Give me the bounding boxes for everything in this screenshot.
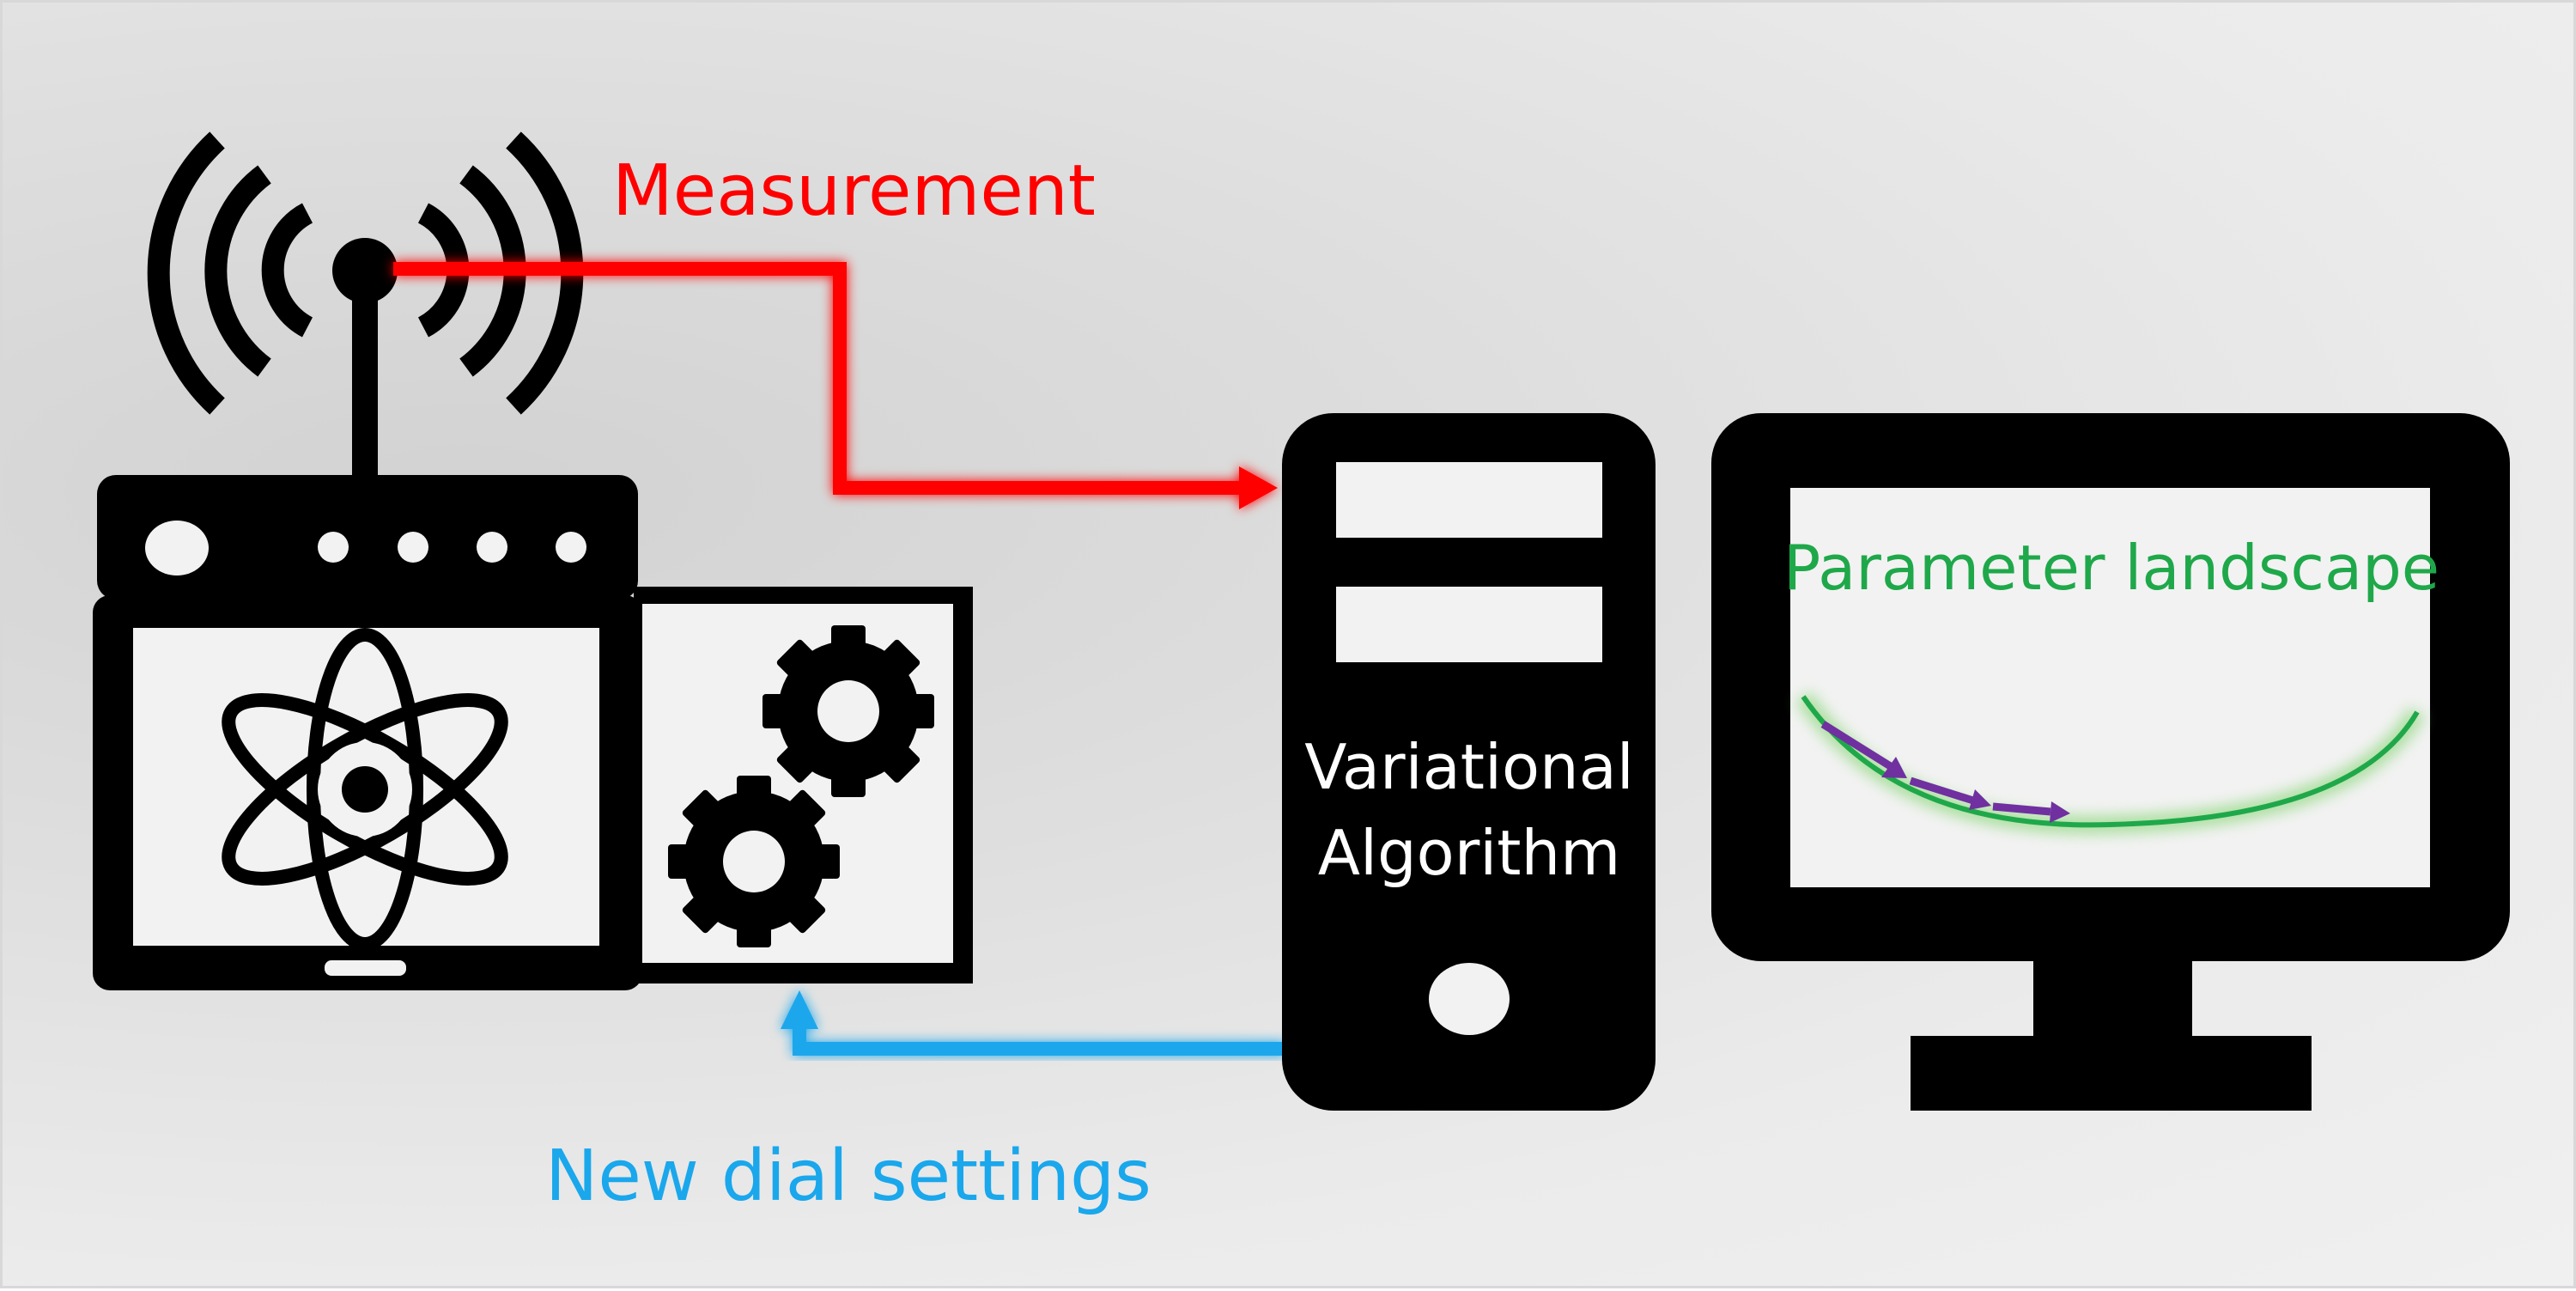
gear-icon: [762, 625, 934, 797]
antenna-icon: [147, 131, 584, 484]
step-arrow-head: [2050, 801, 2070, 823]
variational-algorithm-label-line1: Variational: [1304, 731, 1634, 803]
device-slot: [325, 960, 406, 976]
wave-left-middle: [204, 165, 271, 377]
device-led: [318, 532, 349, 563]
step-arrow-head: [1881, 757, 1907, 778]
measurement-arrow: [393, 262, 1278, 509]
step-arrow-head: [1969, 789, 1991, 810]
device-led: [398, 532, 428, 563]
tower-drive-bay-top: [1336, 462, 1602, 538]
variational-algorithm-label-line2: Algorithm: [1318, 817, 1621, 889]
step-arrow: [1820, 721, 1894, 770]
monitor-stand-base: [1911, 1036, 2312, 1111]
device-power-led: [145, 521, 209, 575]
parameter-landscape-label: Parameter landscape: [1783, 532, 2439, 604]
monitor-icon: [1711, 413, 2510, 1111]
landscape-curve: [1795, 691, 2426, 835]
atom-nucleus: [342, 766, 388, 813]
step-arrow: [1909, 776, 1975, 805]
tower-drive-bay-bottom: [1336, 587, 1602, 662]
monitor-neck: [2033, 956, 2192, 1038]
wave-left-inner: [261, 203, 313, 338]
tower-power-button: [1429, 963, 1510, 1035]
device-header: [97, 475, 638, 600]
device-led: [477, 532, 507, 563]
atom-icon: [222, 628, 508, 951]
diagram-svg: Measurement New dial settings Variationa…: [93, 131, 2510, 1217]
gear-icon: [668, 776, 840, 947]
antenna-tip: [332, 238, 398, 303]
wave-left-outer: [147, 131, 225, 415]
new-dial-settings-label: New dial settings: [545, 1136, 1151, 1217]
optimization-steps: [1820, 721, 2070, 823]
device-led: [556, 532, 586, 563]
antenna-mast: [352, 269, 378, 484]
computer-tower-icon: [1282, 413, 1656, 1111]
dial-settings-arrow: [781, 990, 1286, 1056]
measurement-label: Measurement: [612, 150, 1096, 232]
step-arrow: [1992, 802, 2051, 816]
atom-orbit-right: [222, 693, 508, 886]
atom-orbit-vertical: [307, 628, 423, 951]
atom-orbit-left: [222, 693, 508, 886]
device-leds: [145, 521, 586, 575]
